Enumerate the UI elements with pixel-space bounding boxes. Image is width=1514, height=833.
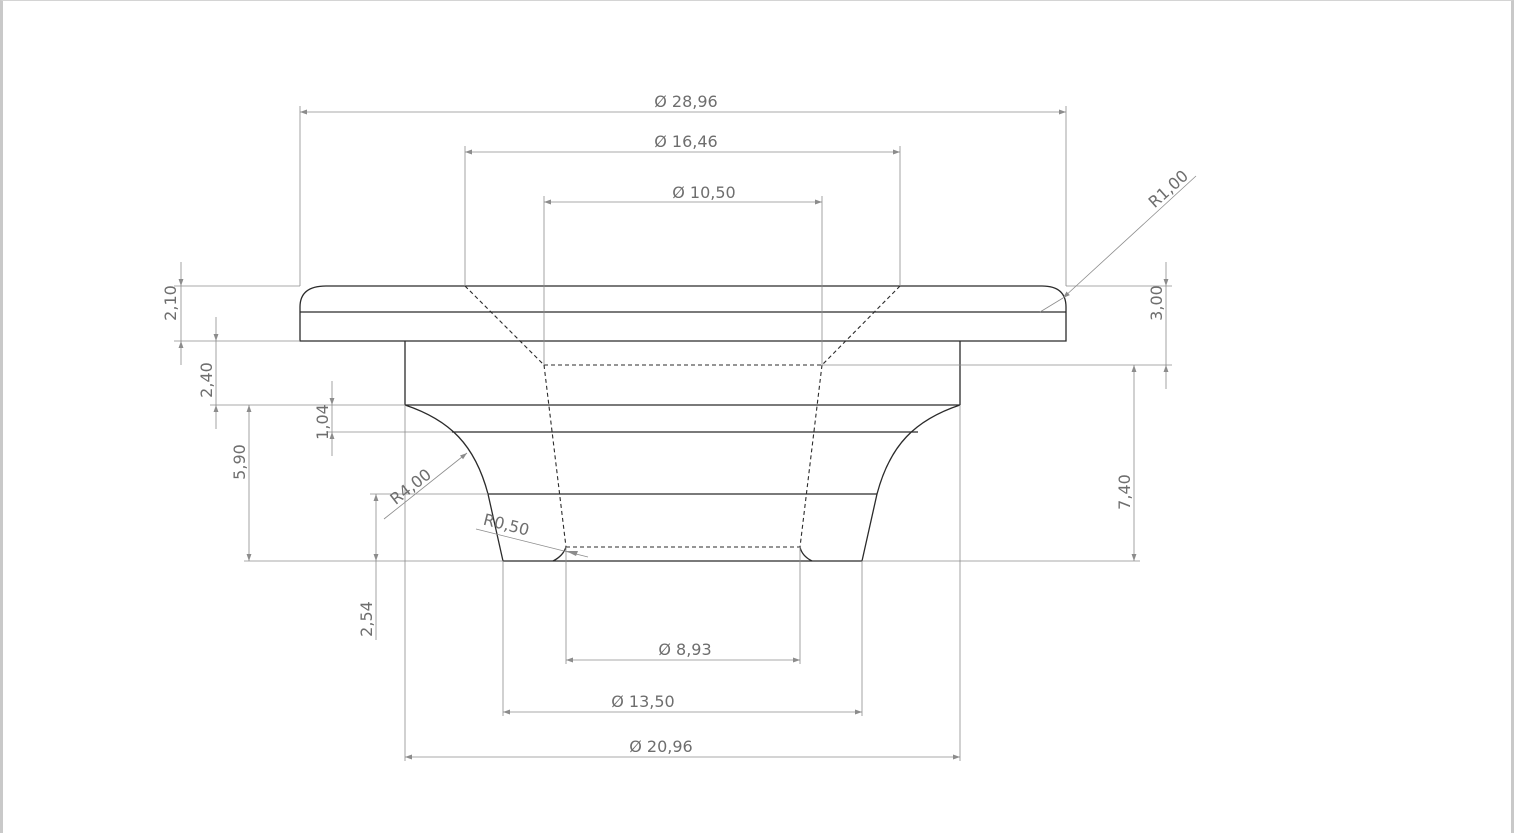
flange-outline — [299, 285, 1067, 342]
label-h-bore: 7,40 — [1115, 474, 1134, 510]
label-dia-counterbore: Ø 16,46 — [654, 132, 717, 151]
leader-r-1-00 — [1062, 175, 1197, 299]
label-h-lower: 5,90 — [230, 444, 249, 480]
tip-right-round — [799, 546, 813, 562]
label-radius-tip: R0,50 — [481, 510, 531, 540]
label-h-counterbore: 3,00 — [1147, 285, 1166, 321]
tip-left-round — [552, 546, 567, 562]
label-h-step: 1,04 — [313, 404, 332, 440]
leader-r-4-00 — [383, 452, 468, 520]
label-radius-fillet: R4,00 — [386, 465, 435, 509]
part-outline — [299, 285, 1067, 562]
body-left-profile — [404, 404, 504, 562]
label-h-flange: 2,10 — [161, 285, 180, 321]
label-dia-tip: Ø 13,50 — [611, 692, 674, 711]
label-h-tip: 2,54 — [357, 601, 376, 637]
hidden-lines — [464, 285, 901, 548]
label-dia-outer-flange: Ø 28,96 — [654, 92, 717, 111]
label-dia-bore-top: Ø 10,50 — [672, 183, 735, 202]
label-radius-flange: R1,00 — [1145, 166, 1192, 211]
dimension-lines — [178, 109, 1197, 760]
label-h-neck: 2,40 — [197, 362, 216, 398]
body-right-profile — [861, 404, 961, 562]
label-dia-body: Ø 20,96 — [629, 737, 692, 756]
label-dia-bore-bottom: Ø 8,93 — [658, 640, 711, 659]
extension-lines — [174, 106, 1172, 761]
dimension-labels: Ø 28,96 Ø 16,46 Ø 10,50 Ø 8,93 Ø 13,50 Ø… — [161, 92, 1192, 756]
